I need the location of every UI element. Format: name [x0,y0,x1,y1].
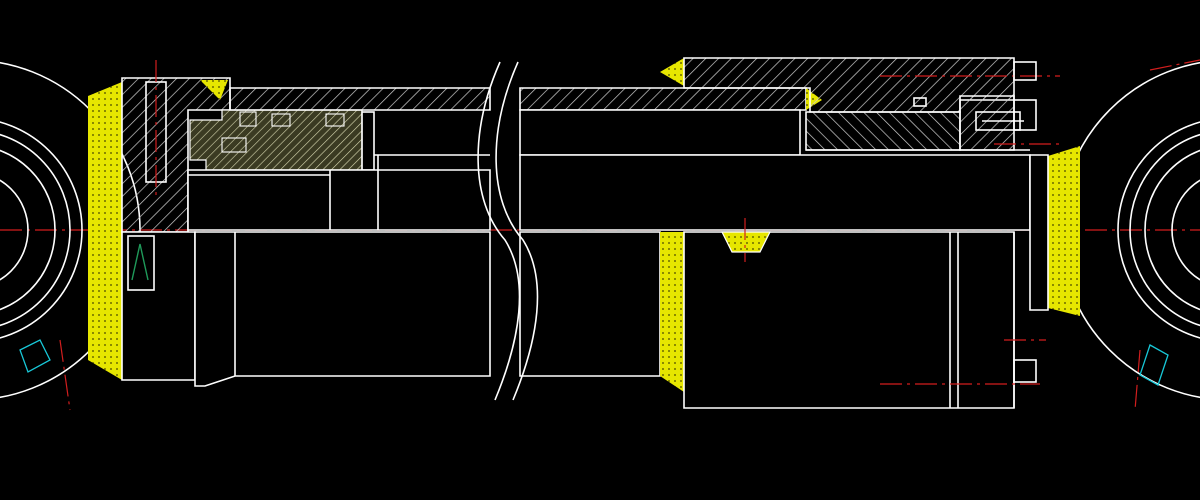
cylinder-tube-wall [229,87,822,111]
piston-head [683,57,1060,151]
left-port-icon [131,243,149,281]
left-weld-bead [88,82,122,380]
break-lines [477,61,539,401]
right-cap-flange [1029,154,1049,311]
piston-rod-upper [187,109,1031,231]
cap-end-body [660,218,1046,409]
gland-seal-assembly [189,109,375,171]
right-grease-fitting-icon [1139,344,1169,386]
left-grease-fitting-icon [19,339,51,373]
right-weld-bead [1048,146,1080,316]
upper-right-weld [660,58,684,86]
cylinder-body-lower [194,231,661,387]
right-eye-end [1059,59,1200,411]
port-weld [721,231,771,253]
